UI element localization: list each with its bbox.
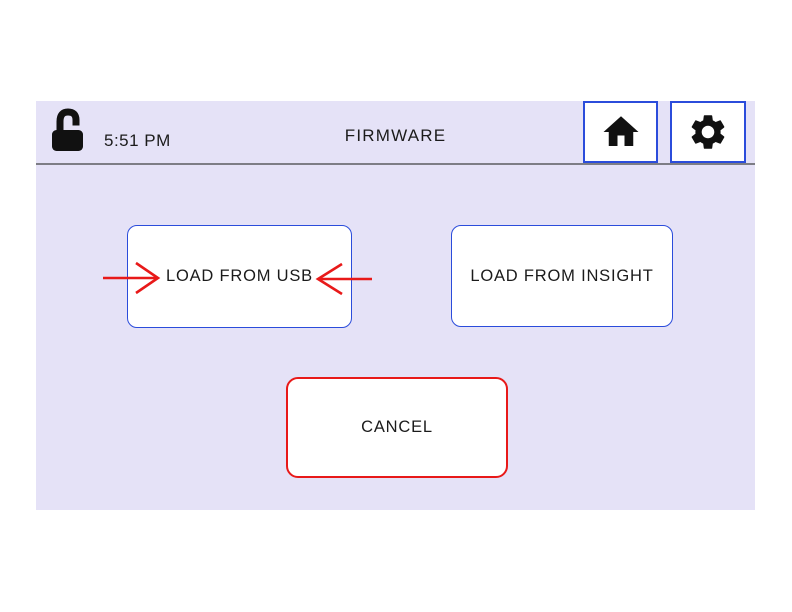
settings-button[interactable] bbox=[670, 101, 746, 163]
load-from-insight-button[interactable]: LOAD FROM INSIGHT bbox=[451, 225, 673, 327]
status-bar: 5:51 PM FIRMWARE bbox=[36, 101, 755, 165]
home-button[interactable] bbox=[583, 101, 658, 163]
page-title: FIRMWARE bbox=[344, 126, 447, 145]
gear-icon bbox=[687, 111, 729, 153]
clock-time: 5:51 PM bbox=[104, 131, 171, 150]
home-icon bbox=[600, 111, 642, 153]
load-from-usb-button[interactable]: LOAD FROM USB bbox=[127, 225, 352, 328]
device-screen: 5:51 PM FIRMWARE LOAD FROM USB LOAD FROM… bbox=[36, 101, 755, 510]
unlock-icon bbox=[50, 108, 86, 154]
cancel-button[interactable]: CANCEL bbox=[286, 377, 508, 478]
